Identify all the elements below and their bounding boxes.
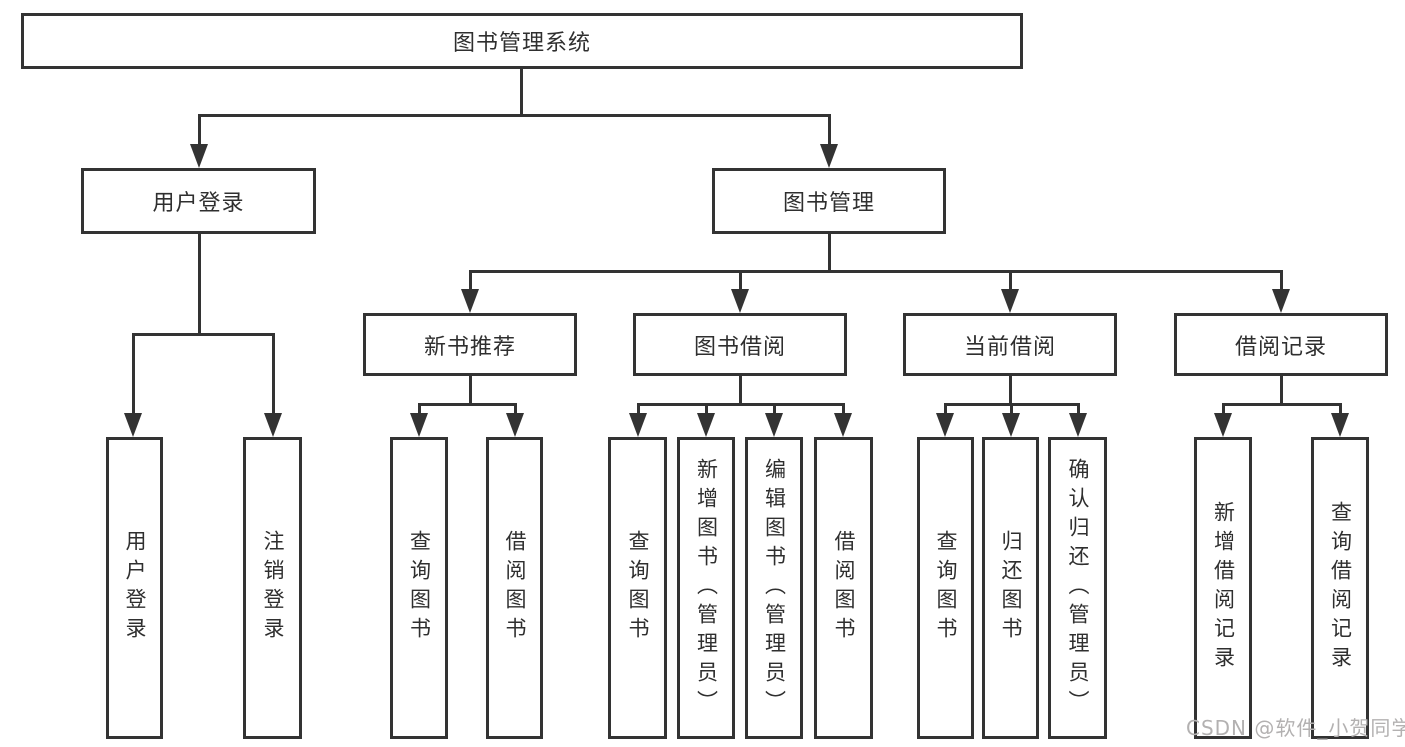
node-library-system: 图书管理系统 (21, 13, 1023, 69)
connector-records-bar (1222, 403, 1342, 406)
node-library-system-label: 图书管理系统 (452, 31, 591, 56)
leaf-label: 查询图书 (626, 530, 650, 646)
connector-drop (1077, 403, 1080, 417)
node-current-borrow: 当前借阅 (903, 313, 1117, 376)
arrow-down-icon (697, 413, 715, 437)
connector-drop (1010, 403, 1013, 417)
arrow-down-icon (410, 413, 428, 437)
leaf-current-return: 归还图书 (982, 437, 1039, 739)
node-new-books: 新书推荐 (363, 313, 577, 376)
connector-drop-records (1280, 270, 1283, 292)
node-borrow-label: 图书借阅 (693, 334, 786, 360)
connector-user-login-stub (198, 234, 201, 335)
leaf-label: 新增借阅记录 (1211, 501, 1236, 675)
leaf-user-login: 用户登录 (106, 437, 163, 739)
connector-drop-user-login (198, 114, 201, 146)
arrow-down-icon (820, 144, 838, 168)
connector-drop-current (1009, 270, 1012, 292)
leaf-label: 归还图书 (999, 530, 1023, 646)
connector-book-mgmt-stub (828, 234, 831, 273)
connector-borrow-bar (637, 403, 845, 406)
connector-level2-bar (198, 114, 830, 117)
arrow-down-icon (1002, 413, 1020, 437)
connector-drop-new-books (469, 270, 472, 292)
node-user-login: 用户登录 (81, 168, 316, 234)
node-book-mgmt-label: 图书管理 (782, 191, 875, 216)
connector-drop (842, 403, 845, 417)
leaf-label: 查询图书 (934, 530, 958, 646)
watermark: CSDN @软件_小贺同学 (1186, 716, 1405, 740)
leaf-borrow-add: 新增图书（管理员） (677, 437, 735, 739)
arrow-down-icon (506, 413, 524, 437)
leaf-label: 编辑图书（管理员） (762, 457, 787, 719)
leaf-new-books-query: 查询图书 (390, 437, 448, 739)
arrow-down-icon (731, 289, 749, 313)
leaf-records-query: 查询借阅记录 (1311, 437, 1369, 739)
node-new-books-label: 新书推荐 (423, 334, 516, 360)
leaf-borrow-edit: 编辑图书（管理员） (745, 437, 803, 739)
leaf-label: 确认归还（管理员） (1066, 457, 1090, 719)
arrow-down-icon (1214, 413, 1232, 437)
connector-drop (637, 403, 640, 417)
connector-borrow-stub (739, 374, 742, 406)
leaf-label: 借阅图书 (503, 530, 527, 646)
arrow-down-icon (765, 413, 783, 437)
connector-new-books-stub (469, 374, 472, 406)
connector-user-login-bar (132, 333, 275, 336)
leaf-label: 注销登录 (261, 530, 285, 646)
leaf-logout: 注销登录 (243, 437, 302, 739)
connector-drop (944, 403, 947, 417)
connector-drop (705, 403, 708, 417)
leaf-borrow-borrow: 借阅图书 (814, 437, 873, 739)
leaf-records-add: 新增借阅记录 (1194, 437, 1252, 739)
leaf-label: 查询图书 (407, 530, 432, 646)
arrow-down-icon (629, 413, 647, 437)
connector-level3-bar (469, 270, 1282, 273)
arrow-down-icon (1272, 289, 1290, 313)
node-borrow-records: 借阅记录 (1174, 313, 1388, 376)
connector-drop-borrow (739, 270, 742, 292)
leaf-new-books-borrow: 借阅图书 (486, 437, 543, 739)
connector-root-stub (520, 68, 523, 116)
connector-drop (773, 403, 776, 417)
connector-drop (418, 403, 421, 417)
node-user-login-label: 用户登录 (152, 191, 245, 216)
leaf-label: 用户登录 (123, 530, 147, 646)
arrow-down-icon (1001, 289, 1019, 313)
arrow-down-icon (124, 413, 142, 437)
node-borrow-records-label: 借阅记录 (1234, 334, 1327, 360)
node-book-mgmt: 图书管理 (712, 168, 946, 234)
connector-drop-login (132, 333, 135, 415)
connector-drop (1339, 403, 1342, 417)
arrow-down-icon (936, 413, 954, 437)
connector-drop-book-mgmt (828, 114, 831, 146)
leaf-label: 查询借阅记录 (1328, 501, 1353, 675)
arrow-down-icon (264, 413, 282, 437)
leaf-current-query: 查询图书 (917, 437, 974, 739)
leaf-label: 借阅图书 (832, 530, 856, 646)
leaf-borrow-query: 查询图书 (608, 437, 667, 739)
connector-drop (514, 403, 517, 417)
leaf-label: 新增图书（管理员） (694, 457, 719, 719)
connector-new-books-bar (418, 403, 517, 406)
leaf-current-confirm-return: 确认归还（管理员） (1048, 437, 1107, 739)
connector-records-stub (1280, 374, 1283, 406)
node-borrow: 图书借阅 (633, 313, 847, 376)
arrow-down-icon (461, 289, 479, 313)
arrow-down-icon (1069, 413, 1087, 437)
arrow-down-icon (1331, 413, 1349, 437)
node-current-borrow-label: 当前借阅 (963, 334, 1056, 360)
connector-drop (1222, 403, 1225, 417)
connector-drop-logout (272, 333, 275, 415)
arrow-down-icon (190, 144, 208, 168)
arrow-down-icon (834, 413, 852, 437)
connector-current-stub (1009, 374, 1012, 406)
